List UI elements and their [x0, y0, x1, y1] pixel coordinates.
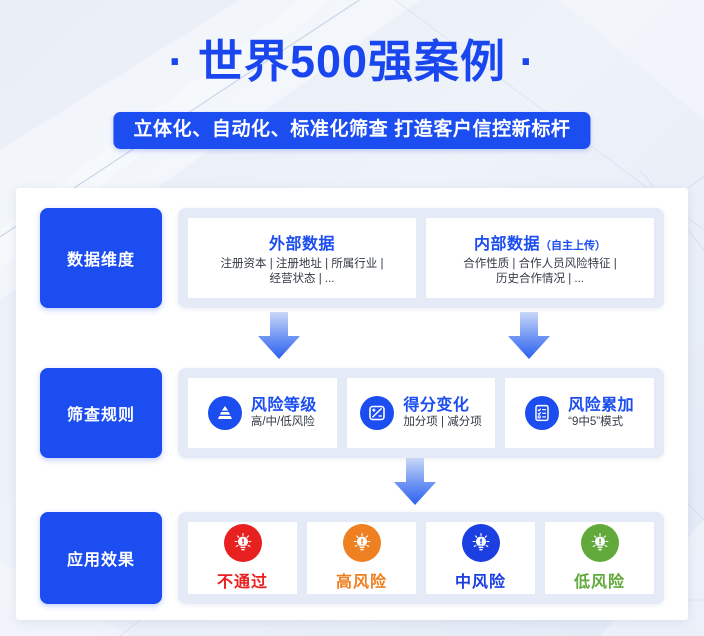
- risk-accumulation-title: 风险累加: [568, 397, 635, 414]
- effect-label-reject: 不通过: [216, 574, 268, 591]
- bulb-icon: [223, 524, 262, 562]
- score-change-sub: 加分项 | 减分项: [403, 416, 482, 428]
- card-internal-data[interactable]: 内部数据（自主上传） 合作性质 | 合作人员风险特征 | 历史合作情况 | ..…: [426, 218, 654, 298]
- internal-data-line-2: 历史合作情况 | ...: [496, 272, 584, 285]
- card-score-change[interactable]: 得分变化 加分项 | 减分项: [346, 378, 496, 448]
- internal-data-details: 合作性质 | 合作人员风险特征 | 历史合作情况 | ...: [463, 257, 617, 287]
- score-change-text: 得分变化 加分项 | 减分项: [403, 396, 481, 430]
- card-risk-accumulation[interactable]: 风险累加 “9中5”模式: [505, 378, 655, 448]
- header: · 世界500强案例 · 立体化、自动化、标准化筛查 打造客户信控新标杆: [0, 0, 704, 180]
- card-risk-level[interactable]: 风险等级 高/中/低风险: [188, 378, 337, 448]
- row-label-screening-rules: 筛查规则: [40, 368, 162, 458]
- internal-data-heading: 内部数据（自主上传）: [474, 230, 606, 254]
- internal-data-line-1: 合作性质 | 合作人员风险特征 |: [463, 257, 617, 270]
- external-data-line-1: 注册资本 | 注册地址 | 所属行业 |: [220, 257, 384, 270]
- checklist-icon: [525, 396, 560, 430]
- row-label-data-dimension: 数据维度: [40, 208, 162, 308]
- score-change-icon: [360, 396, 395, 430]
- card-effect-high-risk[interactable]: 高风险: [307, 522, 416, 594]
- row-label-application-effect: 应用效果: [40, 512, 162, 604]
- risk-level-title: 风险等级: [250, 397, 317, 414]
- row-body-application-effect: 不通过: [178, 512, 664, 604]
- pyramid-icon: [207, 396, 242, 430]
- card-external-data[interactable]: 外部数据 注册资本 | 注册地址 | 所属行业 | 经营状态 | ...: [188, 218, 416, 298]
- external-data-title: 外部数据: [268, 235, 335, 253]
- internal-data-note: （自主上传）: [540, 239, 606, 252]
- card-effect-low-risk[interactable]: 低风险: [545, 522, 654, 594]
- page-title: · 世界500强案例 ·: [168, 36, 536, 87]
- row-application-effect: 应用效果: [40, 512, 664, 604]
- card-effect-reject[interactable]: 不通过: [188, 522, 297, 594]
- bulb-icon: [461, 524, 500, 562]
- internal-data-title: 内部数据: [473, 235, 540, 253]
- external-data-details: 注册资本 | 注册地址 | 所属行业 | 经营状态 | ...: [221, 257, 384, 287]
- external-data-line-2: 经营状态 | ...: [269, 272, 335, 285]
- effect-label-high-risk: 高风险: [335, 574, 387, 591]
- arrow-rules-to-effects-down: [392, 458, 438, 506]
- bulb-icon: [580, 524, 619, 562]
- risk-accumulation-sub: “9中5”模式: [568, 416, 624, 428]
- effect-label-low-risk: 低风险: [573, 574, 625, 591]
- arrow-external-data-down: [256, 312, 302, 360]
- row-screening-rules: 筛查规则 风险等级 高/中/低风险: [40, 368, 664, 458]
- bulb-icon: [342, 524, 381, 562]
- arrow-internal-data-down: [506, 312, 552, 360]
- row-data-dimension: 数据维度 外部数据 注册资本 | 注册地址 | 所属行业 | 经营状态 | ..…: [40, 208, 664, 308]
- risk-accumulation-text: 风险累加 “9中5”模式: [568, 396, 634, 430]
- subtitle-banner: 立体化、自动化、标准化筛查 打造客户信控新标杆: [113, 112, 591, 149]
- external-data-heading: 外部数据: [269, 230, 335, 254]
- effect-label-medium-risk: 中风险: [454, 574, 506, 591]
- risk-level-text: 风险等级 高/中/低风险: [251, 396, 317, 430]
- row-body-data-dimension: 外部数据 注册资本 | 注册地址 | 所属行业 | 经营状态 | ... 内部数…: [178, 208, 664, 308]
- risk-level-sub: 高/中/低风险: [250, 416, 315, 428]
- row-body-screening-rules: 风险等级 高/中/低风险 得分变化 加分项 | 减分项: [178, 368, 664, 458]
- card-effect-medium-risk[interactable]: 中风险: [426, 522, 535, 594]
- score-change-title: 得分变化: [403, 397, 470, 414]
